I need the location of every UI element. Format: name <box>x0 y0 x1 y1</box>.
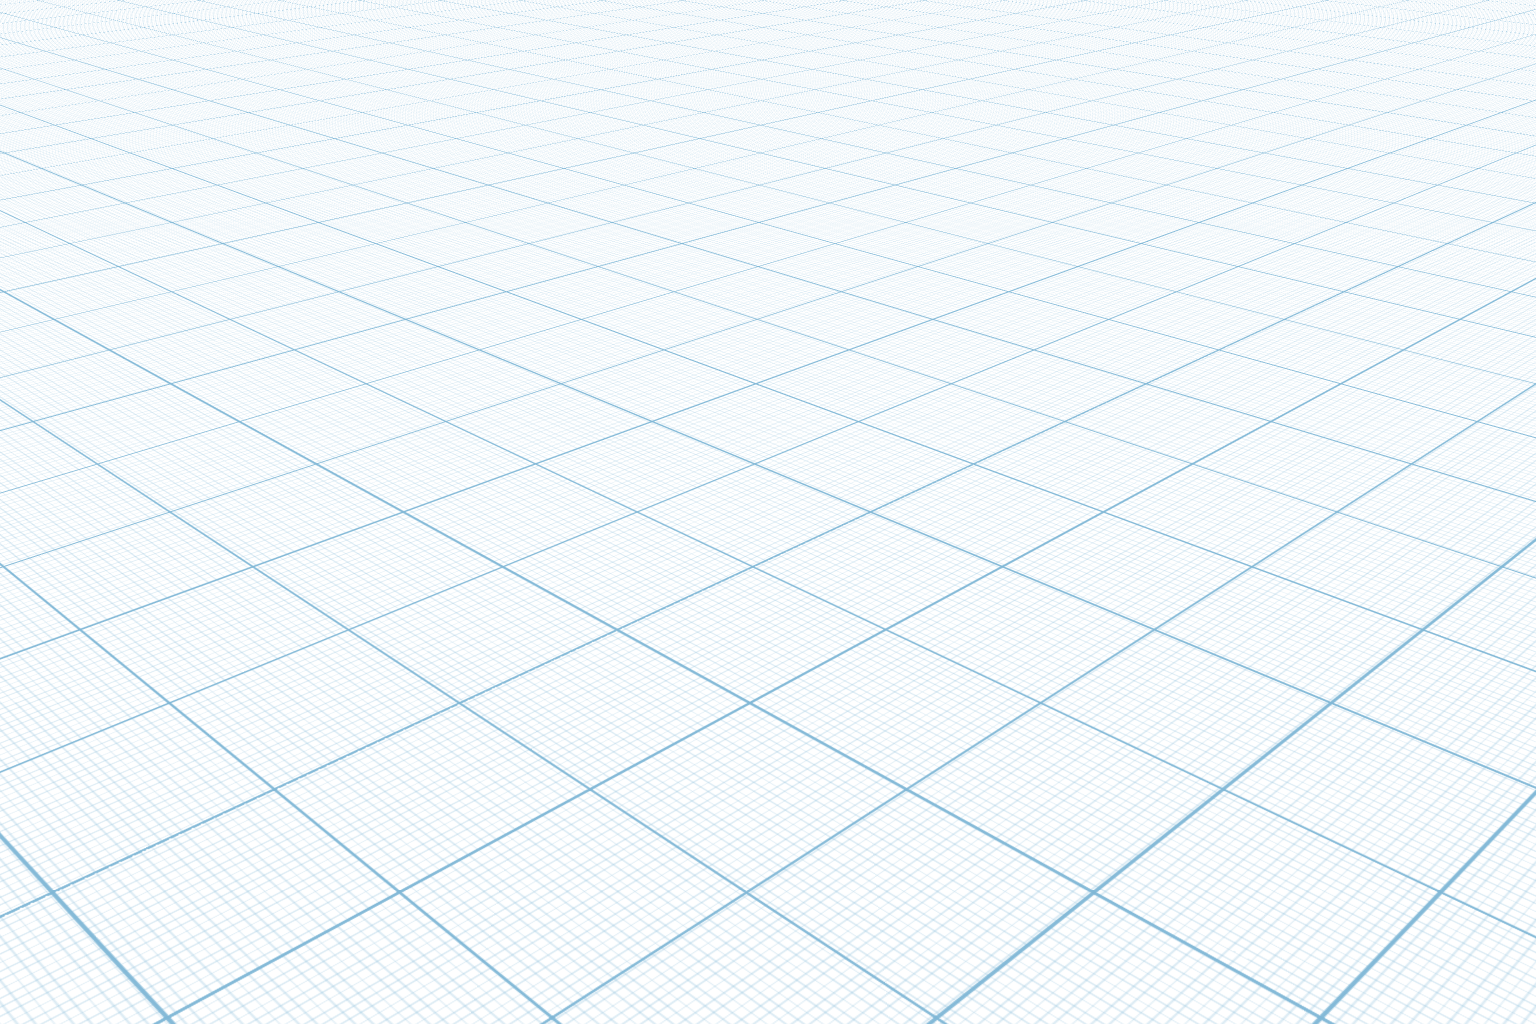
slip-drain-callout-lower[interactable]: Slip Drain <box>651 690 969 746</box>
dim-label-3000mm-right[interactable]: 3000mm <box>1067 814 1168 844</box>
dim-label-1000mm[interactable]: 1000mm <box>770 459 867 487</box>
grab-bar-flange-right <box>886 359 908 381</box>
dim-left-wall[interactable]: 3000mm <box>145 633 628 929</box>
shower-area-drain-outline[interactable] <box>603 539 912 632</box>
shower-head <box>823 211 859 245</box>
bathtub-rim-outer <box>282 521 615 636</box>
rail-top-bracket <box>822 180 855 201</box>
right-wall-face <box>765 111 1276 675</box>
slip-drain-leader-upper <box>710 575 867 636</box>
shower-hose <box>842 238 860 334</box>
dim-label-3000mm-left[interactable]: 3000mm <box>318 814 419 844</box>
dim-right-extension-arrow <box>1267 645 1333 671</box>
shower-handle <box>831 240 847 267</box>
rail-slider-clamp <box>824 262 856 281</box>
grab-bar[interactable] <box>787 331 910 383</box>
bathtub[interactable] <box>255 511 649 790</box>
grab-bar-seam <box>796 345 893 369</box>
dim-left-extension-arrow <box>170 633 225 652</box>
towel-bar[interactable] <box>575 340 711 388</box>
dim-right-wall[interactable]: 3000mm <box>842 645 1345 925</box>
slip-drain-callout-upper[interactable]: Slip Drain <box>710 575 970 662</box>
tub-drain-marker <box>647 710 689 743</box>
slip-drain-leader-lower <box>651 690 837 712</box>
right-wall[interactable] <box>765 103 1289 683</box>
dim-rail-height[interactable]: 1000mm <box>770 367 868 572</box>
slip-drain-label-upper[interactable]: Slip Drain <box>857 632 970 662</box>
rail-top-knob <box>817 192 827 202</box>
floor-boundary <box>249 676 1253 893</box>
dim-label-560mm[interactable]: 560mm <box>710 553 793 581</box>
handset-neck <box>836 197 843 217</box>
slip-drain-label-lower[interactable]: Slip Drain <box>856 716 969 746</box>
dim-corner-offset[interactable]: 560mm <box>709 547 795 581</box>
shower-slide-rail[interactable] <box>817 179 864 359</box>
grab-bar-flange-left <box>788 331 806 351</box>
bathtub-rim-inner <box>294 525 603 632</box>
